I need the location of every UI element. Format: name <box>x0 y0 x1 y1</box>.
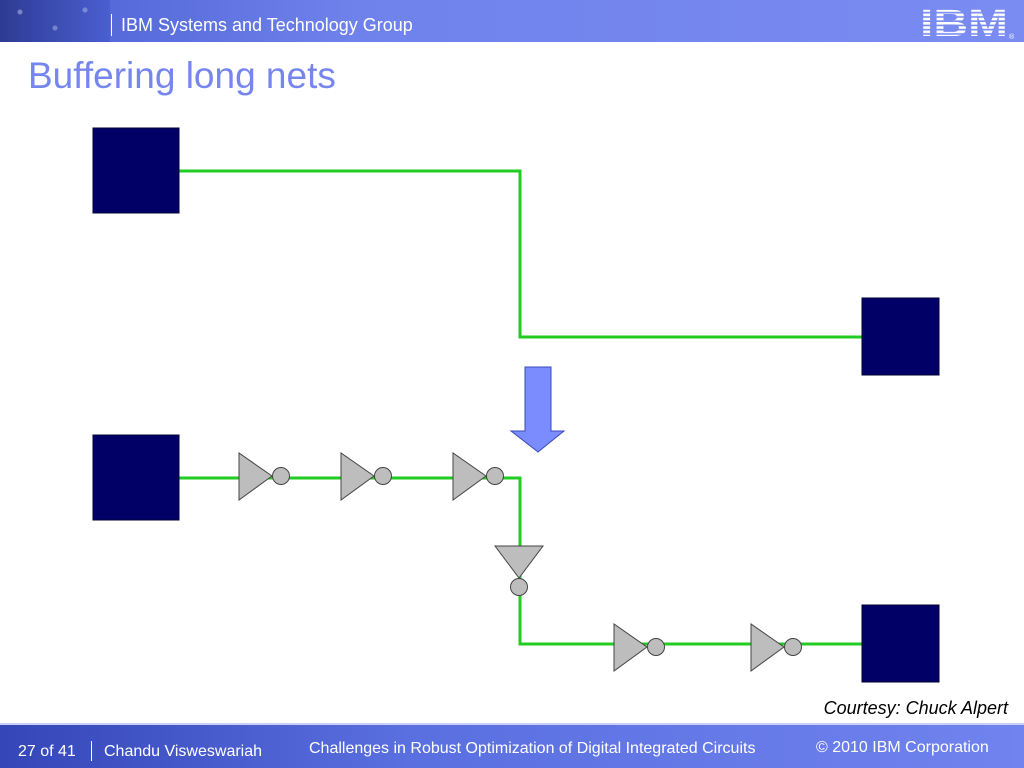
inverter-bubble <box>784 638 802 656</box>
inverter-triangle <box>452 452 487 501</box>
buffer-inverter-6 <box>750 623 802 672</box>
inverter-bubble <box>510 578 528 596</box>
slide-header: IBM Systems and Technology Group IBM ® <box>0 0 1024 42</box>
footer-separator <box>91 741 92 761</box>
talk-title: Challenges in Robust Optimization of Dig… <box>309 740 756 757</box>
unbuffered-net <box>92 127 940 376</box>
slide-title: Buffering long nets <box>28 55 336 96</box>
inverter-triangle <box>750 623 785 672</box>
courtesy-note: Courtesy: Chuck Alpert <box>823 698 1008 718</box>
inverter-triangle <box>340 452 375 501</box>
arrow-down-icon <box>509 366 566 453</box>
header-separator <box>111 14 112 36</box>
inverter-bubble <box>647 638 665 656</box>
buffer-inverter-2 <box>340 452 392 501</box>
ibm-logo-icon: IBM ® <box>920 5 1015 39</box>
buffering-diagram <box>92 127 940 683</box>
buffered-net <box>92 434 940 683</box>
inverter-triangle <box>494 545 544 579</box>
slide-footer: 27 of 41 Chandu Visweswariah Challenges … <box>0 723 1024 768</box>
sink-block <box>861 604 940 683</box>
header-group-name: IBM Systems and Technology Group <box>121 15 413 35</box>
logo-text: IBM <box>920 5 1008 39</box>
inverter-bubble <box>486 467 504 485</box>
buffer-inverter-1 <box>238 452 290 501</box>
author-name: Chandu Visweswariah <box>104 743 263 760</box>
logo-registered-mark: ® <box>1009 33 1015 39</box>
header-decoration <box>0 0 110 42</box>
source-block <box>92 127 180 214</box>
buffer-inverter-3 <box>452 452 504 501</box>
buffer-inverter-5 <box>613 623 665 672</box>
inverter-bubble <box>272 467 290 485</box>
copyright-notice: © 2010 IBM Corporation <box>816 739 989 756</box>
inverter-triangle <box>238 452 273 501</box>
sink-block <box>861 297 940 376</box>
source-block <box>92 434 180 521</box>
inverter-bubble <box>374 467 392 485</box>
page-number: 27 of 41 <box>18 743 76 760</box>
long-wire <box>179 169 862 339</box>
buffer-inverter-4 <box>494 545 544 596</box>
inverter-triangle <box>613 623 648 672</box>
